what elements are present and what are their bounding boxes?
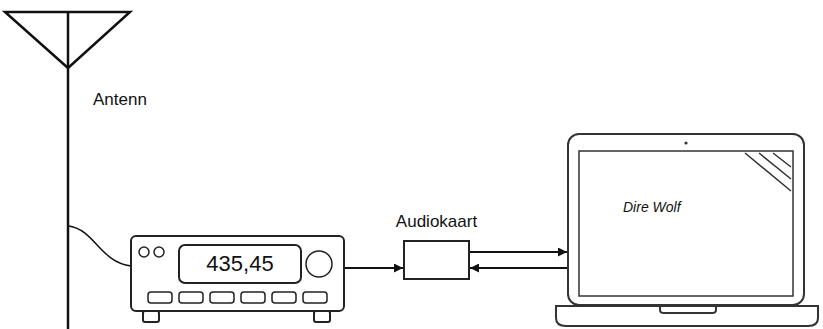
signal-arrow: [470, 267, 567, 269]
antenna-label: Antenn: [93, 90, 147, 110]
signal-arrow: [345, 267, 403, 269]
signal-arrow: [470, 251, 567, 253]
laptop-notch: [660, 306, 716, 313]
laptop-screen-frame: [569, 135, 803, 304]
radio-foot: [143, 311, 159, 322]
laptop-base: [556, 306, 818, 326]
device-label: Audiokaart: [396, 212, 477, 232]
antenna-mast: [67, 12, 70, 329]
antenna-cable: [69, 226, 131, 266]
radio-transceiver: 435,45: [130, 235, 345, 312]
frequency-display: 435,45: [178, 244, 302, 284]
software-name: Dire Wolf: [623, 199, 681, 215]
audio-card: Audiokaart: [403, 240, 470, 280]
radio-foot: [314, 311, 330, 322]
laptop-screen: Dire Wolf: [567, 133, 805, 306]
